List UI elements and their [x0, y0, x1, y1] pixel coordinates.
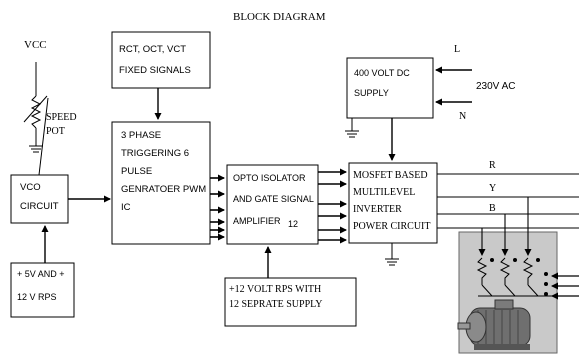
- pwm-label-line3: PULSE: [121, 166, 152, 177]
- pwm-label-line2: TRIGGERING 6: [121, 148, 189, 159]
- rps12-label-line2: 12 SEPRATE SUPPLY: [229, 299, 322, 310]
- pwm-label-line1: 3 PHASE: [121, 130, 161, 141]
- speed-pot-label-line2: POT: [46, 126, 65, 137]
- speed-pot-label-line1: SPEED: [46, 112, 77, 123]
- power-rps-label-line2: 12 V RPS: [17, 292, 57, 302]
- phase-y-label: Y: [489, 183, 496, 194]
- fixed-signals-block: [111, 31, 211, 89]
- load-resistor-symbols: [476, 257, 554, 297]
- opto-to-inverter-arrows: [318, 168, 347, 244]
- rps12-supply-block: [224, 277, 357, 327]
- vco-circuit-block: [10, 174, 69, 224]
- vco-label-line2: CIRCUIT: [20, 201, 59, 212]
- power-rps-block: [10, 262, 75, 318]
- ac-l-label: L: [454, 44, 460, 55]
- speed-pot-symbol: [23, 62, 49, 176]
- pwm-to-opto-arrows: [210, 174, 225, 241]
- pwm-label-line4: GENRATOER PWM: [121, 184, 206, 195]
- ac-voltage-label: 230V AC: [476, 81, 515, 92]
- opto-label-line2: AND GATE SIGNAL: [233, 194, 314, 204]
- dc-supply-label-line2: SUPPLY: [354, 88, 389, 98]
- vco-label-line1: VCO: [20, 182, 41, 193]
- pwm-block: [111, 121, 211, 245]
- power-rps-label-line1: + 5V AND +: [17, 269, 65, 279]
- inverter-label-line3: INVERTER: [353, 204, 402, 215]
- opto-number-label: 12: [288, 219, 298, 229]
- load-switch-dots: [490, 258, 548, 296]
- vcc-label: VCC: [24, 39, 47, 51]
- ac-n-label: N: [459, 111, 466, 122]
- dc-ground-symbol: [345, 118, 359, 138]
- fixed-signals-label-line1: RCT, OCT, VCT: [119, 44, 186, 55]
- opto-isolator-block: [226, 164, 319, 245]
- fixed-signals-label-line2: FIXED SIGNALS: [119, 65, 191, 76]
- phase-output-lines: [437, 173, 579, 229]
- phase-drop-lines: [478, 197, 532, 256]
- phase-r-label: R: [489, 160, 496, 171]
- rps12-label-line1: +12 VOLT RPS WITH: [229, 284, 321, 295]
- phase-b-label: B: [489, 203, 496, 214]
- induction-motor-image: [457, 299, 531, 350]
- load-side-arrows: [551, 272, 579, 300]
- inverter-label-line2: MULTILEVEL: [353, 187, 415, 198]
- opto-label-line3: AMPLIFIER: [233, 216, 281, 226]
- pwm-label-line5: IC: [121, 202, 131, 213]
- opto-label-line1: OPTO ISOLATOR: [233, 173, 306, 183]
- diagram-title: BLOCK DIAGRAM: [233, 11, 326, 23]
- dc-supply-block: [346, 57, 434, 119]
- inverter-ground-symbol: [385, 243, 399, 266]
- inverter-label-line1: MOSFET BASED: [353, 170, 428, 181]
- inverter-block: [348, 162, 438, 244]
- dc-supply-label-line1: 400 VOLT DC: [354, 68, 410, 78]
- inverter-label-line4: POWER CIRCUIT: [353, 221, 431, 232]
